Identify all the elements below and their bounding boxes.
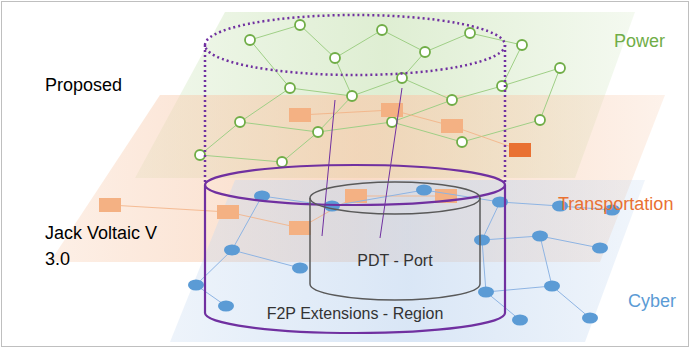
power-bus [277,157,287,167]
power-bus [313,127,323,137]
power-line [462,120,540,142]
cyber-node [474,235,490,246]
power-line [200,155,282,162]
transport-hub [99,198,121,212]
cylinder-body [205,185,505,333]
cyber-link [424,190,500,202]
port-cylinder: PDT - Port [310,182,480,300]
power-network [195,20,565,167]
power-bus [377,25,387,35]
power-line [502,68,560,86]
power-bus [235,117,245,127]
power-line [290,88,352,96]
cyber-link [482,236,540,240]
proposed-cylinder [205,15,505,183]
layer-name: Cyber [628,288,676,314]
power-bus [517,40,527,50]
power-line [250,40,290,88]
link-line [322,100,335,236]
cyber-node [544,281,560,292]
power-bus [535,115,545,125]
cylinder-side [204,45,207,183]
node-title: F2P Extensions - Region [267,305,444,323]
cyber-link [482,202,500,240]
cyber-node [512,315,528,326]
diagram-heading: Jack Voltaic V 3.0 [45,220,163,272]
power-line [250,25,300,40]
power-bus [330,53,340,63]
cyber-node [218,301,234,312]
transport-hub [289,221,311,235]
cylinder-body [310,198,480,300]
cylinder-top [205,15,505,75]
power-bus [555,63,565,73]
cyber-link [482,240,486,292]
diagram-heading: Proposed [45,72,122,98]
power-line [335,58,352,96]
cylinder-top [205,165,505,205]
cyber-link [540,236,600,248]
power-line [240,122,318,132]
transport-hub [441,119,463,133]
power-line [452,86,502,100]
transportation-network [99,103,531,235]
cyber-link [196,250,232,285]
cyber-link [540,236,552,286]
cylinder-top [310,182,480,214]
cyber-link [232,196,262,250]
power-bus [295,20,305,30]
layer-name: Power [614,28,665,54]
region-cylinder: F2P Extensions - Region PDT - Port [205,165,505,333]
cylinder-side [504,45,507,183]
power-line [282,132,318,162]
cyber-node [582,313,598,324]
power-line [425,33,470,52]
power-line [540,68,560,120]
link-line [380,88,402,238]
power-bus [457,137,467,147]
power-line [402,78,452,100]
cyber-link [500,202,560,206]
cyber-link [486,286,552,292]
cyber-node [224,245,240,256]
road-line [300,110,392,115]
power-line [240,88,290,122]
power-bus [195,150,205,160]
power-line [318,122,392,132]
cylinder-outline [310,182,480,300]
cyber-node [416,185,432,196]
power-bus [245,35,255,45]
transport-hub [217,205,239,219]
road-line [356,196,446,197]
power-line [335,30,382,58]
cyber-node [532,231,548,242]
layer-name: Transportation [558,191,673,217]
power-bus [347,91,357,101]
cyber-link [552,286,590,318]
cyber-link [232,250,300,268]
transport-hub [289,108,311,122]
cyber-node [188,280,204,291]
power-line [352,78,402,96]
power-bus [465,28,475,38]
power-bus [420,47,430,57]
road-line [110,205,228,212]
power-line [300,25,335,58]
power-bus [387,117,397,127]
cyber-node [478,287,494,298]
cyber-network [188,185,620,326]
transport-hub [509,143,531,157]
node-title: PDT - Port [357,252,432,270]
power-bus [285,83,295,93]
power-line [382,30,425,52]
cyber-node [592,243,608,254]
cyber-node [292,263,308,274]
power-bus [447,95,457,105]
